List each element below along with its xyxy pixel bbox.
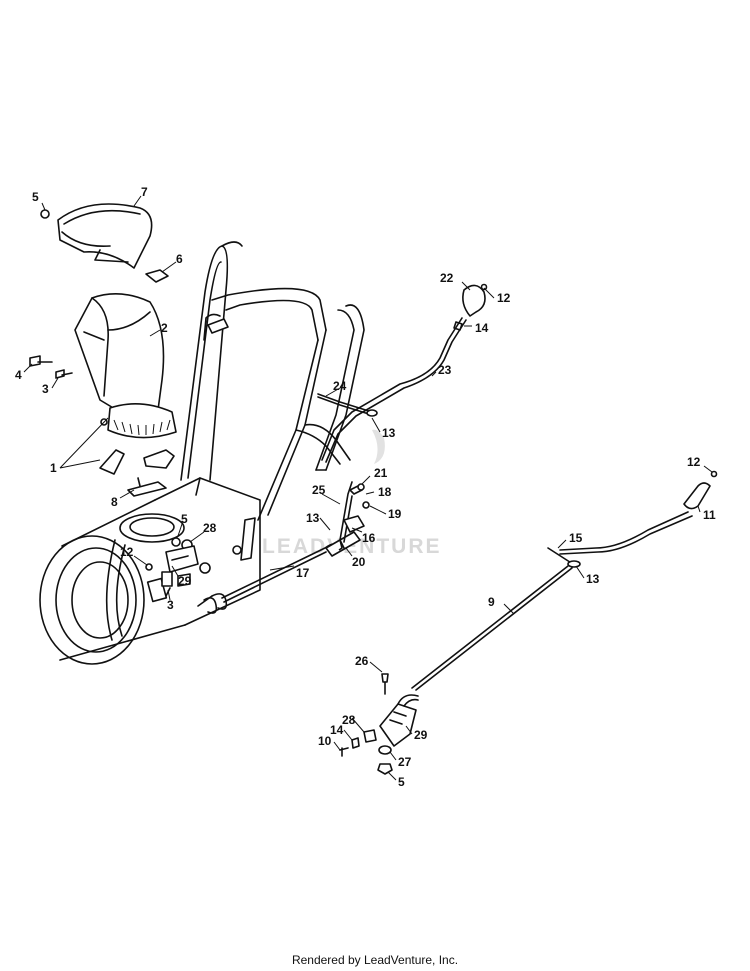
callout-11: 11 <box>703 508 716 522</box>
callouts: 5 7 6 2 4 3 1 8 5 28 12 29 3 17 13 25 16… <box>15 185 716 789</box>
callout-22: 22 <box>440 271 454 285</box>
callout-15: 15 <box>569 531 583 545</box>
callout-25: 25 <box>312 483 326 497</box>
callout-16: 16 <box>362 531 376 545</box>
upper-chute <box>74 293 177 439</box>
callout-12-crank: 12 <box>497 291 511 305</box>
callout-23: 23 <box>438 363 452 377</box>
callout-3-lower: 3 <box>167 598 174 612</box>
callout-20: 20 <box>352 555 366 569</box>
callout-5-lower: 5 <box>398 775 405 789</box>
callout-17: 17 <box>296 566 310 580</box>
callout-13-lever: 13 <box>586 572 600 586</box>
callout-7: 7 <box>141 185 148 199</box>
chute-brackets <box>29 355 175 497</box>
render-credit: Rendered by LeadVenture, Inc. <box>291 953 459 967</box>
callout-24: 24 <box>333 379 347 393</box>
callout-18: 18 <box>378 485 392 499</box>
callout-29-upper: 29 <box>178 574 192 588</box>
callout-28-upper: 28 <box>203 521 217 535</box>
deflector-lever <box>411 470 718 691</box>
callout-9: 9 <box>488 595 495 609</box>
lower-bracket-assembly <box>339 673 419 775</box>
callout-14-lower: 14 <box>330 723 344 737</box>
callout-8: 8 <box>111 495 118 509</box>
chute-control-bracket <box>145 537 199 597</box>
callout-2: 2 <box>161 321 168 335</box>
auger-housing <box>39 477 261 665</box>
callout-14-crank: 14 <box>475 321 489 335</box>
watermark-text: LEADVENTURE <box>262 535 442 558</box>
callout-3-upper: 3 <box>42 382 49 396</box>
callout-26: 26 <box>355 654 369 668</box>
callout-27: 27 <box>398 755 412 769</box>
callout-21: 21 <box>374 466 388 480</box>
callout-5-bracket: 5 <box>181 512 188 526</box>
chute-crank <box>317 283 488 463</box>
pivot-bracket <box>325 481 370 557</box>
callout-13-pivot: 13 <box>306 511 320 525</box>
callout-10: 10 <box>318 734 332 748</box>
callout-6: 6 <box>176 252 183 266</box>
callout-13-crank: 13 <box>382 426 396 440</box>
callout-29-lower: 29 <box>414 728 428 742</box>
callout-19: 19 <box>388 507 402 521</box>
callout-28-lower: 28 <box>342 713 356 727</box>
callout-1: 1 <box>50 461 57 475</box>
callout-4: 4 <box>15 368 22 382</box>
callout-12-lever: 12 <box>687 455 701 469</box>
callout-12-housing: 12 <box>120 545 134 559</box>
watermark: LEADVENTURE <box>262 429 442 558</box>
leader-lines <box>23 195 713 781</box>
chute-deflector <box>40 203 169 283</box>
callout-5-deflector-nut: 5 <box>32 190 39 204</box>
handle-frame <box>180 241 365 561</box>
